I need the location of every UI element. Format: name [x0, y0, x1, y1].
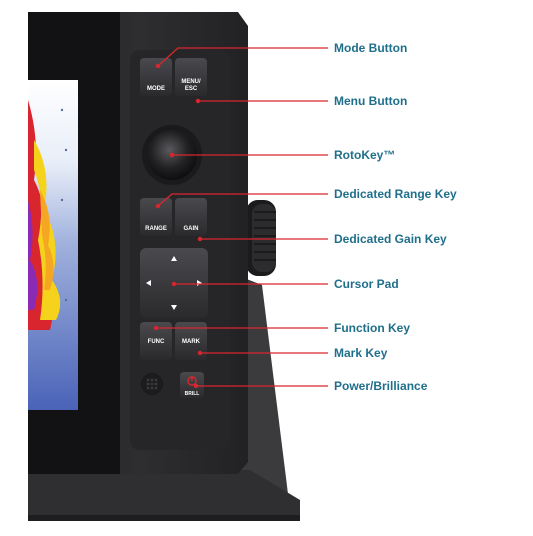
menu-key-label-line1: MENU/ — [181, 79, 201, 85]
cursor-down-arrow-icon[interactable] — [171, 305, 177, 310]
callout-range-key: Dedicated Range Key — [334, 187, 457, 201]
mark-key-label: MARK — [182, 339, 201, 345]
callout-mark-key: Mark Key — [334, 346, 388, 360]
range-key[interactable]: RANGE — [140, 198, 172, 236]
callout-cursor-pad: Cursor Pad — [334, 277, 399, 291]
callout-leaders — [153, 47, 328, 389]
brill-key-label: BRILL — [185, 391, 200, 397]
menu-key-label-line2: ESC — [185, 86, 198, 92]
callout-gain-key: Dedicated Gain Key — [334, 232, 447, 246]
callout-power-brilliance: Power/Brilliance — [334, 379, 428, 393]
power-brilliance-key[interactable]: BRILL — [180, 372, 204, 398]
menu-esc-key[interactable]: MENU/ ESC — [175, 58, 207, 96]
gain-key[interactable]: GAIN — [175, 198, 207, 236]
range-key-label: RANGE — [145, 226, 167, 232]
sonar-screen — [28, 80, 78, 410]
mode-key-label: MODE — [147, 86, 165, 92]
bracket-knob[interactable] — [246, 200, 276, 276]
callout-labels: Mode Button Menu Button RotoKey™ Dedicat… — [334, 41, 457, 393]
gain-key-label: GAIN — [184, 226, 199, 232]
mounting-bracket — [28, 275, 300, 521]
cursor-left-arrow-icon[interactable] — [146, 280, 151, 286]
callout-rotokey: RotoKey™ — [334, 148, 395, 162]
speaker-grille-icon — [141, 373, 163, 395]
callout-menu-button: Menu Button — [334, 94, 407, 108]
callout-function-key: Function Key — [334, 321, 410, 335]
callout-mode-button: Mode Button — [334, 41, 407, 55]
mark-key[interactable]: MARK — [175, 322, 207, 360]
func-key-label: FUNC — [148, 339, 165, 345]
func-key[interactable]: FUNC — [140, 322, 172, 360]
cursor-up-arrow-icon[interactable] — [171, 256, 177, 261]
mode-key[interactable]: MODE — [140, 58, 172, 96]
